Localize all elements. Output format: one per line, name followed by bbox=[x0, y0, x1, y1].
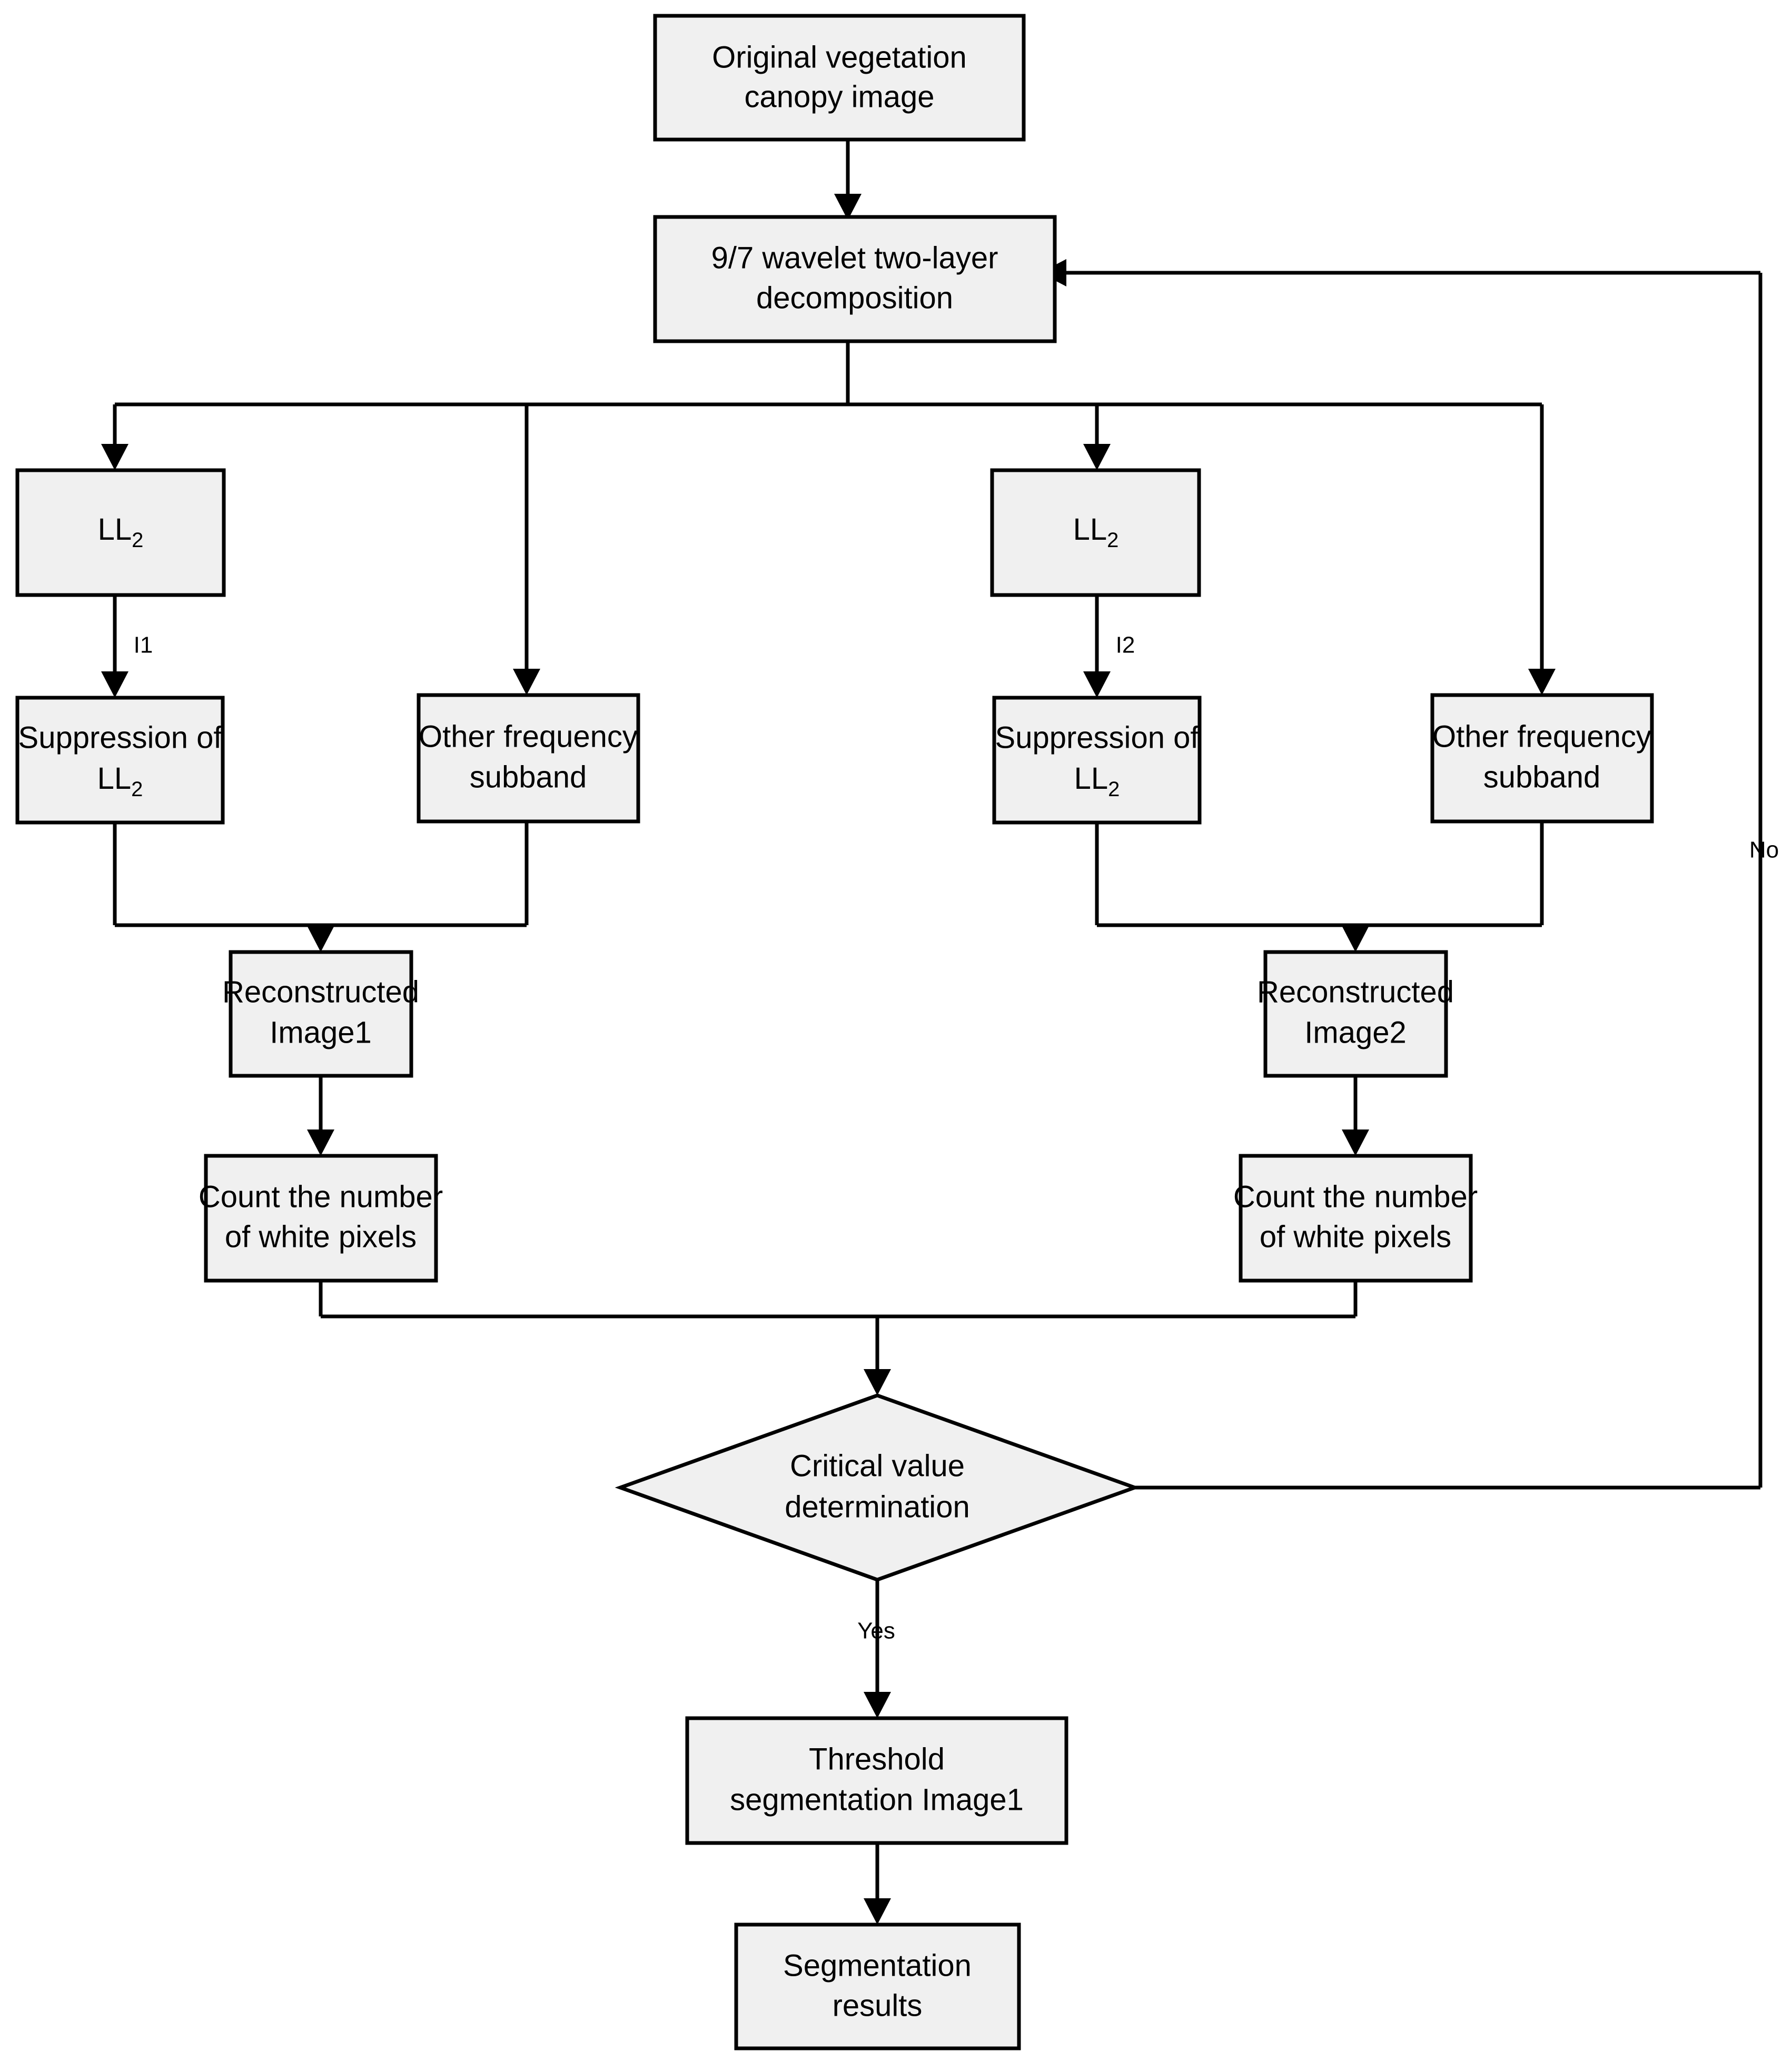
node-threshold-segmentation[interactable]: Threshold segmentation Image1 bbox=[685, 1716, 1068, 1845]
node-ll2-right-base: LL bbox=[1073, 512, 1107, 547]
node-suppression-right-subscript: 2 bbox=[1108, 778, 1120, 801]
node-segmentation-results-box bbox=[734, 1923, 1021, 2050]
node-segmentation-results-line1: Segmentation bbox=[783, 1948, 972, 1983]
node-reconstructed-image2-box bbox=[1263, 950, 1448, 1078]
node-suppression-left-subscript: 2 bbox=[131, 778, 143, 801]
node-reconstructed-image1-box bbox=[229, 950, 413, 1078]
node-count-white-pixels-right[interactable]: Count the number of white pixels bbox=[1233, 1154, 1478, 1283]
node-reconstructed-image2[interactable]: Reconstructed Image2 bbox=[1257, 950, 1454, 1078]
node-count-white-pixels-right-box bbox=[1239, 1154, 1473, 1283]
node-other-subband-right[interactable]: Other frequency subband bbox=[1430, 693, 1654, 824]
arrow-ll2-left-to-suppression bbox=[101, 671, 128, 698]
node-other-subband-left-line1: Other frequency bbox=[419, 719, 638, 754]
node-ll2-left-box bbox=[15, 468, 226, 597]
node-ll2-left[interactable]: LL2 bbox=[15, 468, 226, 597]
node-ll2-right-box bbox=[990, 468, 1201, 597]
node-suppression-right-base: LL bbox=[1074, 761, 1108, 796]
node-count-white-pixels-left-line2: of white pixels bbox=[225, 1220, 417, 1254]
node-ll2-left-label: LL2 bbox=[98, 512, 144, 551]
node-threshold-segmentation-box bbox=[685, 1716, 1068, 1845]
node-segmentation-results[interactable]: Segmentation results bbox=[734, 1923, 1021, 2050]
node-original-image-line1: Original vegetation bbox=[712, 40, 967, 74]
edge-label-i1: I1 bbox=[134, 632, 153, 658]
node-threshold-segmentation-line1: Threshold bbox=[809, 1742, 945, 1776]
node-reconstructed-image2-line1: Reconstructed bbox=[1257, 975, 1454, 1009]
arrow-bus-to-ll2-left bbox=[101, 444, 128, 470]
node-other-subband-right-box bbox=[1430, 693, 1654, 824]
arrow-right-merge-to-recon2 bbox=[1342, 926, 1369, 952]
node-reconstructed-image2-line2: Image2 bbox=[1304, 1015, 1406, 1049]
arrow-bus-to-subband-left bbox=[513, 669, 540, 695]
node-ll2-left-subscript: 2 bbox=[132, 529, 143, 552]
node-other-subband-left-line2: subband bbox=[470, 760, 587, 794]
node-suppression-right-box bbox=[992, 696, 1202, 825]
node-other-subband-left[interactable]: Other frequency subband bbox=[417, 693, 640, 824]
arrow-original-to-wavelet bbox=[834, 194, 862, 220]
node-suppression-right-line1: Suppression of bbox=[995, 720, 1200, 755]
node-critical-value-line1: Critical value bbox=[790, 1449, 965, 1483]
node-suppression-left[interactable]: Suppression of LL2 bbox=[15, 696, 225, 825]
node-original-image-box bbox=[653, 14, 1026, 142]
node-critical-value-determination[interactable]: Critical value determination bbox=[615, 1393, 1141, 1582]
node-segmentation-results-line2: results bbox=[833, 1988, 923, 2023]
node-wavelet-decomposition-line2: decomposition bbox=[756, 281, 953, 315]
arrow-left-merge-to-recon1 bbox=[307, 926, 334, 952]
arrow-recon1-to-count1 bbox=[307, 1129, 334, 1156]
node-other-subband-right-line2: subband bbox=[1483, 760, 1601, 794]
node-count-white-pixels-left-line1: Count the number bbox=[199, 1180, 443, 1214]
node-count-white-pixels-left-box bbox=[204, 1154, 438, 1283]
node-other-subband-left-box bbox=[417, 693, 640, 824]
node-other-subband-right-line1: Other frequency bbox=[1432, 719, 1651, 754]
node-threshold-segmentation-line2: segmentation Image1 bbox=[730, 1782, 1024, 1817]
node-count-white-pixels-left[interactable]: Count the number of white pixels bbox=[199, 1154, 443, 1283]
node-critical-value-line2: determination bbox=[785, 1490, 969, 1524]
node-reconstructed-image1[interactable]: Reconstructed Image1 bbox=[222, 950, 419, 1078]
edge-label-no: No bbox=[1749, 837, 1779, 863]
arrow-recon2-to-count2 bbox=[1342, 1129, 1369, 1156]
arrow-threshold-to-results bbox=[864, 1898, 891, 1925]
node-reconstructed-image1-line1: Reconstructed bbox=[222, 975, 419, 1009]
node-suppression-left-box bbox=[15, 696, 225, 825]
edge-label-i2: I2 bbox=[1116, 632, 1135, 658]
node-count-white-pixels-right-line2: of white pixels bbox=[1260, 1220, 1451, 1254]
arrow-ll2-right-to-suppression bbox=[1083, 671, 1111, 698]
node-wavelet-decomposition-line1: 9/7 wavelet two-layer bbox=[711, 241, 998, 275]
node-ll2-left-base: LL bbox=[98, 512, 132, 547]
node-original-image[interactable]: Original vegetation canopy image bbox=[653, 14, 1026, 142]
node-original-image-line2: canopy image bbox=[744, 80, 934, 114]
node-ll2-right-label: LL2 bbox=[1073, 512, 1119, 551]
node-ll2-right[interactable]: LL2 bbox=[990, 468, 1201, 597]
node-ll2-right-subscript: 2 bbox=[1107, 529, 1118, 552]
node-suppression-right-line2: LL2 bbox=[1074, 761, 1120, 800]
node-suppression-right[interactable]: Suppression of LL2 bbox=[992, 696, 1202, 825]
node-reconstructed-image1-line2: Image1 bbox=[270, 1015, 371, 1049]
node-count-white-pixels-right-line1: Count the number bbox=[1233, 1180, 1478, 1214]
node-suppression-left-line2: LL2 bbox=[97, 761, 143, 800]
arrow-bus-to-ll2-right bbox=[1083, 444, 1111, 470]
node-critical-value-diamond bbox=[615, 1393, 1141, 1582]
node-wavelet-decomposition-box bbox=[653, 215, 1057, 343]
node-wavelet-decomposition[interactable]: 9/7 wavelet two-layer decomposition bbox=[653, 215, 1057, 343]
arrow-decision-to-threshold bbox=[864, 1692, 891, 1718]
node-suppression-left-base: LL bbox=[97, 761, 132, 796]
edge-label-yes: Yes bbox=[857, 1618, 895, 1644]
node-suppression-left-line1: Suppression of bbox=[18, 720, 223, 755]
arrow-bus-to-subband-right bbox=[1528, 669, 1556, 695]
arrow-bottom-merge-to-decision bbox=[864, 1369, 891, 1395]
